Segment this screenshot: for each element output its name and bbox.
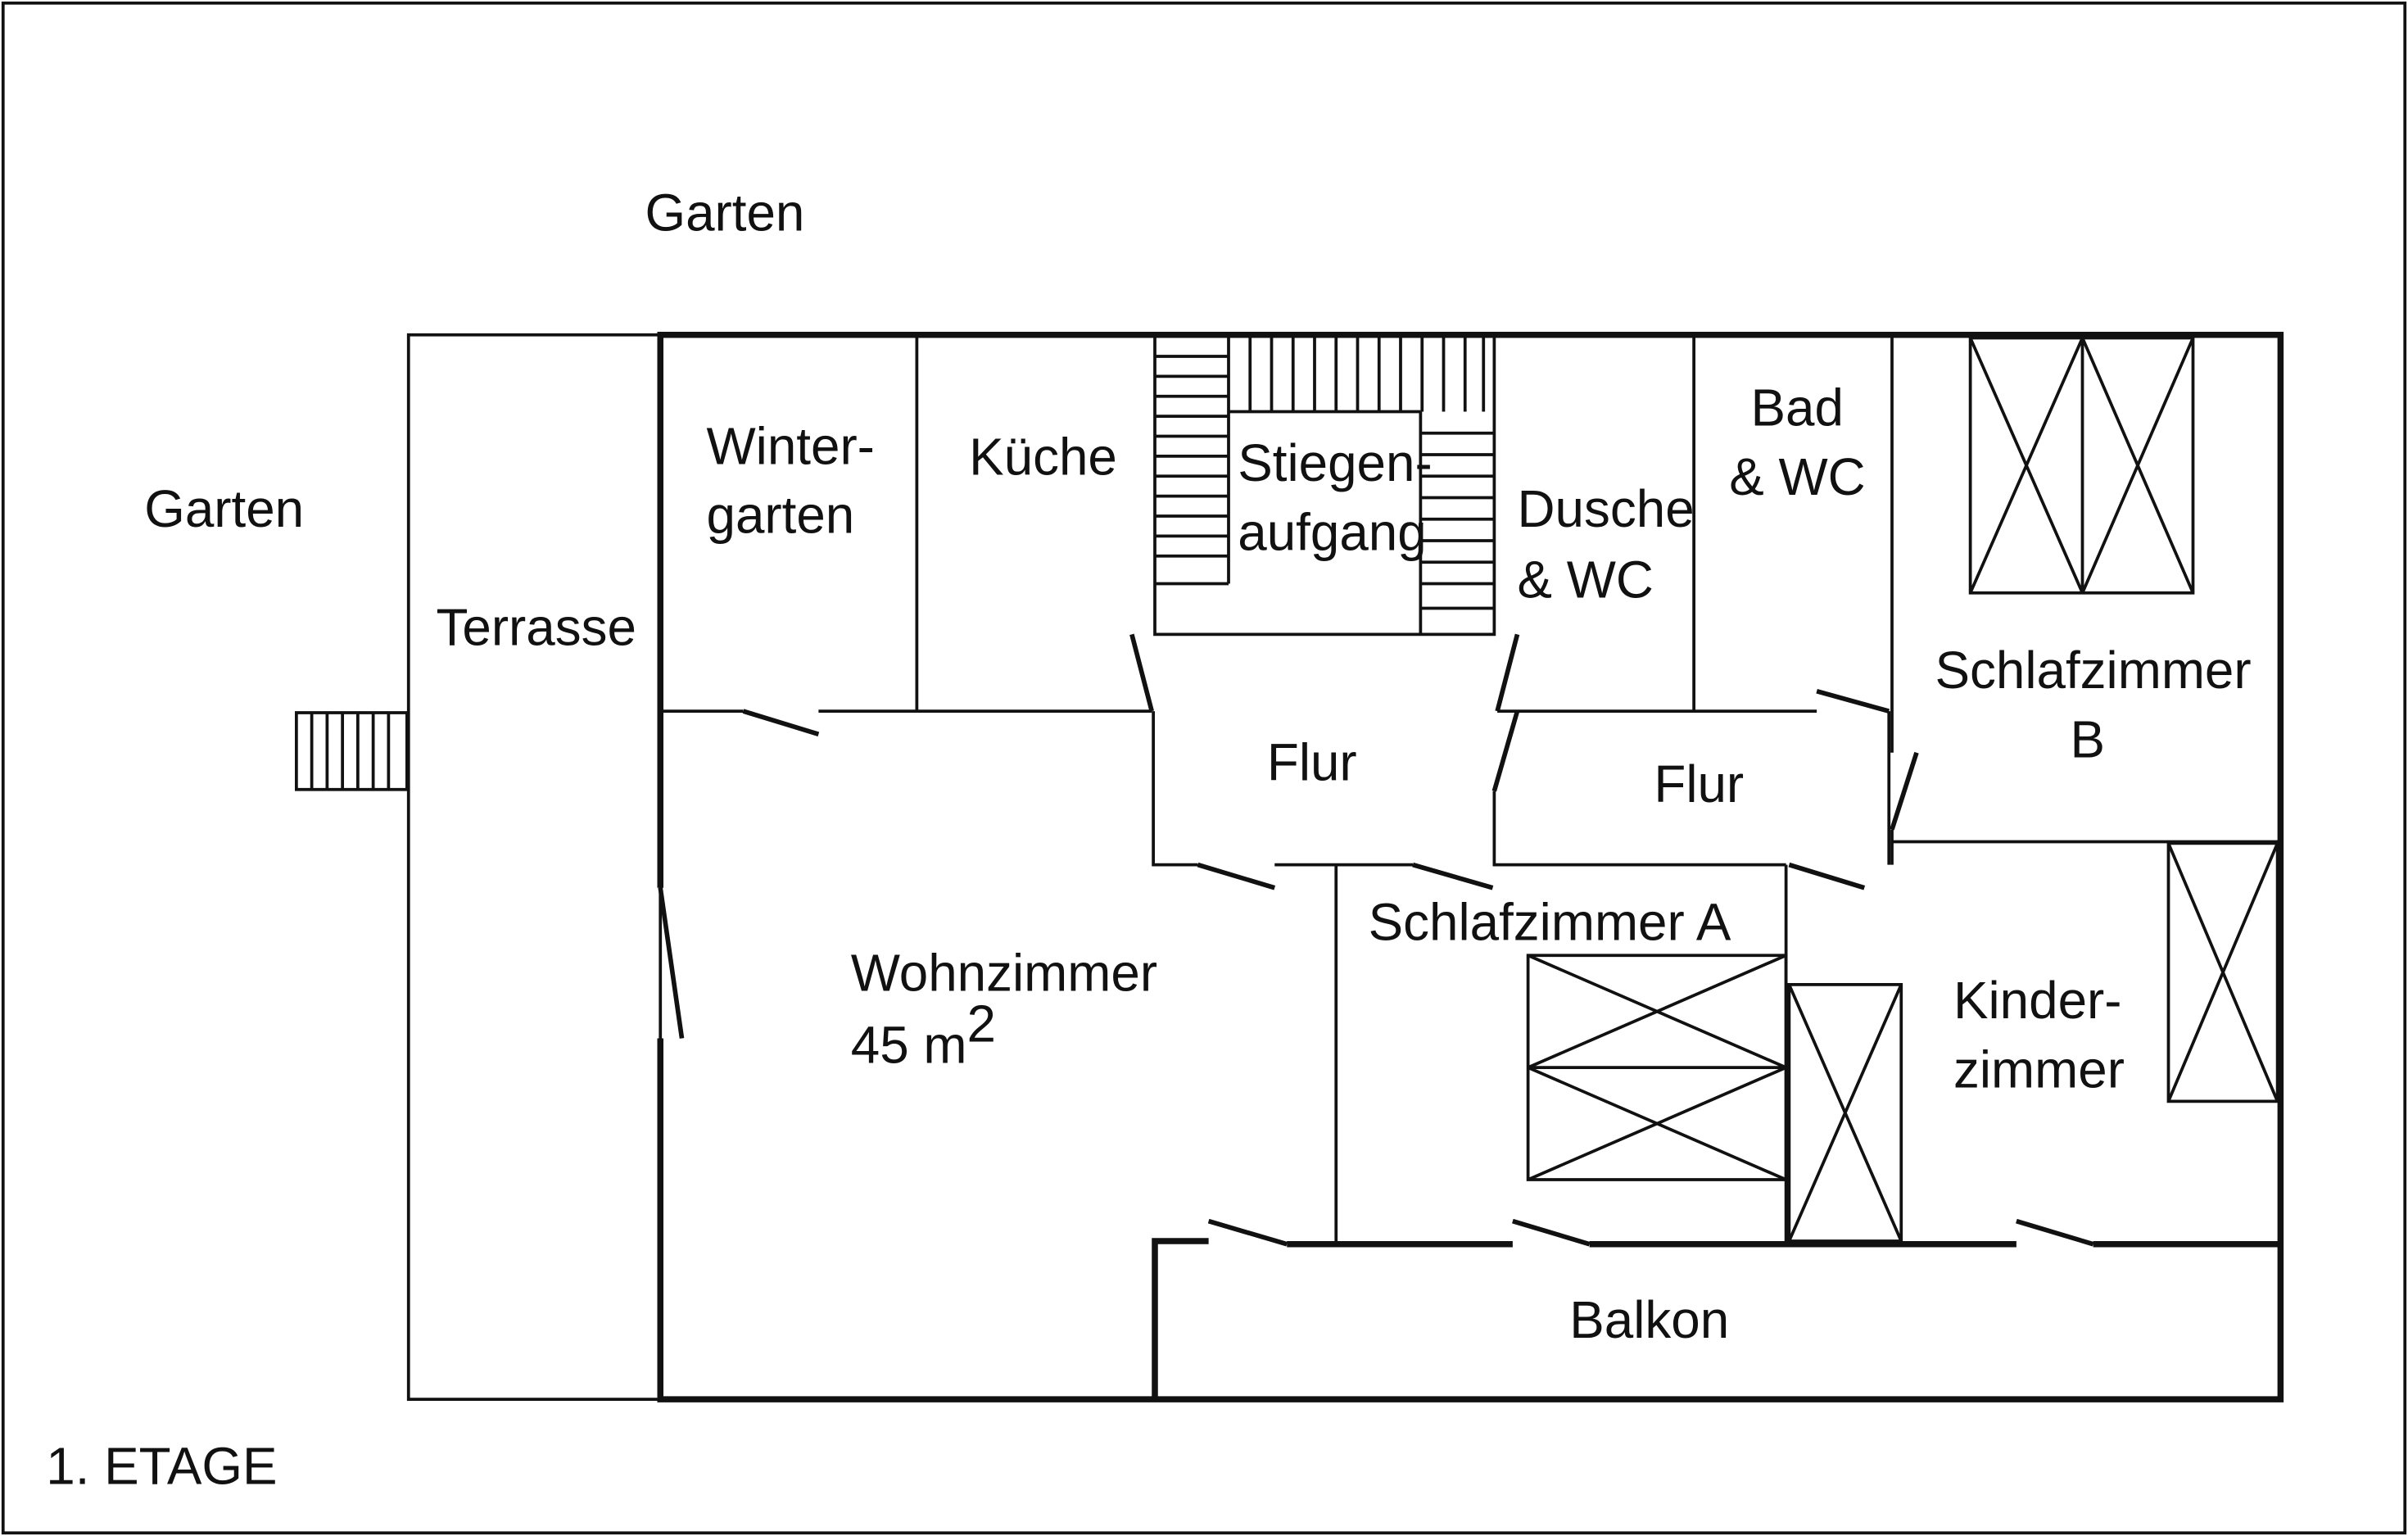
label-wohnzimmer-area: 45 m2 bbox=[851, 994, 996, 1074]
label-schlafzimmer-b-2: B bbox=[2071, 709, 2106, 768]
label-kueche: Küche bbox=[969, 427, 1117, 486]
terrace-door bbox=[658, 887, 685, 1039]
label-dusche-2: & WC bbox=[1518, 550, 1654, 609]
label-flur-left: Flur bbox=[1267, 733, 1357, 792]
interior-walls bbox=[660, 334, 2281, 1241]
label-schlafzimmer-b-1: Schlafzimmer bbox=[1935, 641, 2252, 700]
balcony-walls bbox=[1152, 1238, 2281, 1400]
exterior-walls bbox=[657, 332, 2284, 1402]
wardrobes bbox=[1526, 336, 2279, 1243]
label-stiegen-2: aufgang bbox=[1238, 502, 1426, 561]
outside-steps bbox=[295, 711, 409, 791]
floor-title: 1. ETAGE bbox=[46, 1436, 277, 1495]
label-wohnzimmer: Wohnzimmer bbox=[851, 943, 1157, 1002]
label-garden-left: Garten bbox=[144, 479, 304, 538]
label-flur-right: Flur bbox=[1654, 754, 1744, 813]
label-kinderzimmer-1: Kinder- bbox=[1953, 971, 2122, 1030]
label-dusche-1: Dusche bbox=[1518, 479, 1695, 538]
label-wintergarten-2: garten bbox=[707, 486, 855, 545]
label-stiegen-1: Stiegen- bbox=[1238, 433, 1432, 492]
staircase bbox=[1155, 334, 1495, 635]
label-wintergarten-1: Winter- bbox=[707, 416, 875, 475]
label-schlafzimmer-a: Schlafzimmer A bbox=[1369, 893, 1731, 952]
label-balkon: Balkon bbox=[1569, 1290, 1729, 1349]
label-bad-1: Bad bbox=[1751, 378, 1844, 437]
label-garden-top: Garten bbox=[645, 183, 805, 242]
doors bbox=[742, 633, 2094, 1247]
label-kinderzimmer-2: zimmer bbox=[1953, 1040, 2125, 1099]
label-bad-2: & WC bbox=[1729, 447, 1865, 506]
terrace-outline bbox=[406, 333, 663, 1401]
label-terrace: Terrasse bbox=[437, 598, 636, 657]
